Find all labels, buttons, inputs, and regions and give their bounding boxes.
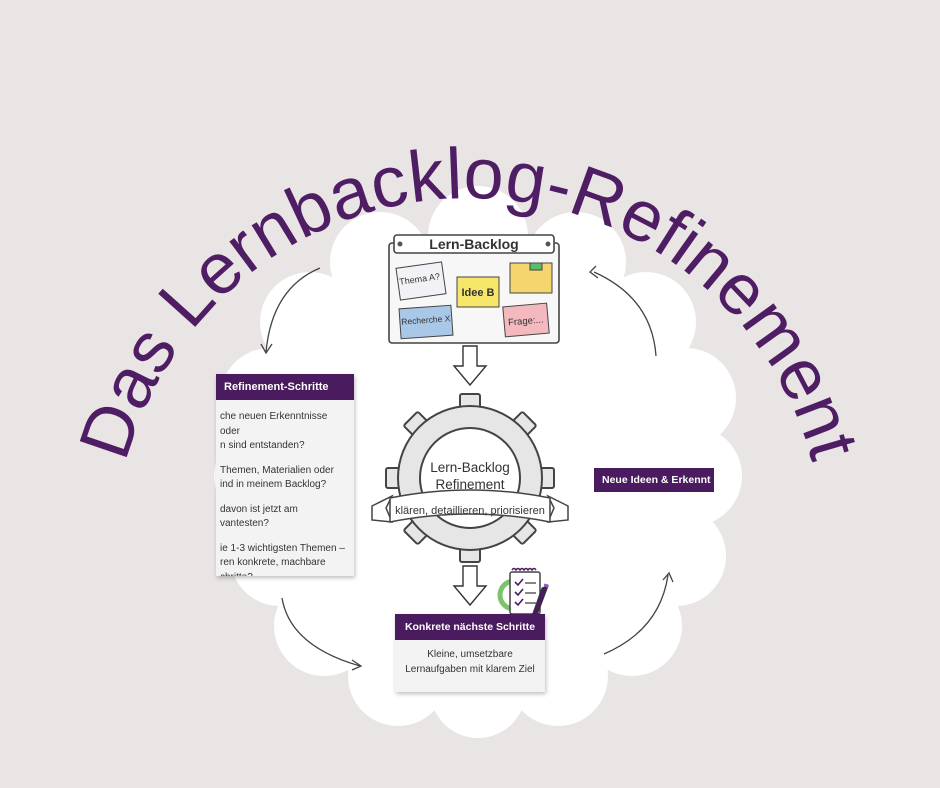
refinement-step-4: ie 1-3 wichtigsten Themen – ren konkrete… <box>220 542 345 577</box>
next-steps-body: Kleine, umsetzbare Lernaufgaben mit klar… <box>405 649 535 675</box>
board-heading: Lern-Backlog <box>429 236 518 252</box>
next-steps-heading: Konkrete nächste Schritte <box>395 614 545 640</box>
refinement-step-3: davon ist jetzt am vantesten? <box>220 503 298 530</box>
next-steps-card: Konkrete nächste Schritte Kleine, umsetz… <box>395 614 545 692</box>
refinement-step-1: che neuen Erkenntnisse oder n sind entst… <box>220 411 328 451</box>
new-ideas-card: Neue Ideen & Erkennt <box>594 468 714 492</box>
gear-line1: Lern-Backlog <box>430 460 510 475</box>
page-title: Das Lernbacklog-Refinement <box>64 134 874 468</box>
note-recherche: Recherche X <box>401 313 451 326</box>
refinement-steps-heading: Refinement-Schritte <box>216 374 354 400</box>
note-frage: Frage:... <box>508 314 544 328</box>
page-title-text: Das Lernbacklog-Refinement <box>64 134 874 468</box>
gear-ribbon: klären, detaillieren, priorisieren <box>395 505 545 517</box>
backlog-board-icon: Lern-Backlog Thema A? Idee B Recherche X… <box>388 234 560 344</box>
gear-icon: Lern-Backlog Refinement klären, detailli… <box>371 393 569 563</box>
gear-line2: Refinement <box>435 477 504 492</box>
checklist-icon <box>497 567 549 621</box>
down-arrow-icon <box>452 345 488 607</box>
refinement-steps-card: Refinement-Schritte che neuen Erkenntnis… <box>216 374 354 576</box>
new-ideas-heading: Neue Ideen & Erkennt <box>594 468 714 492</box>
note-idee: Idee B <box>461 287 494 299</box>
refinement-step-2: Themen, Materialien oder ind in meinem B… <box>220 464 334 491</box>
cycle-arrow-icon <box>260 265 674 671</box>
